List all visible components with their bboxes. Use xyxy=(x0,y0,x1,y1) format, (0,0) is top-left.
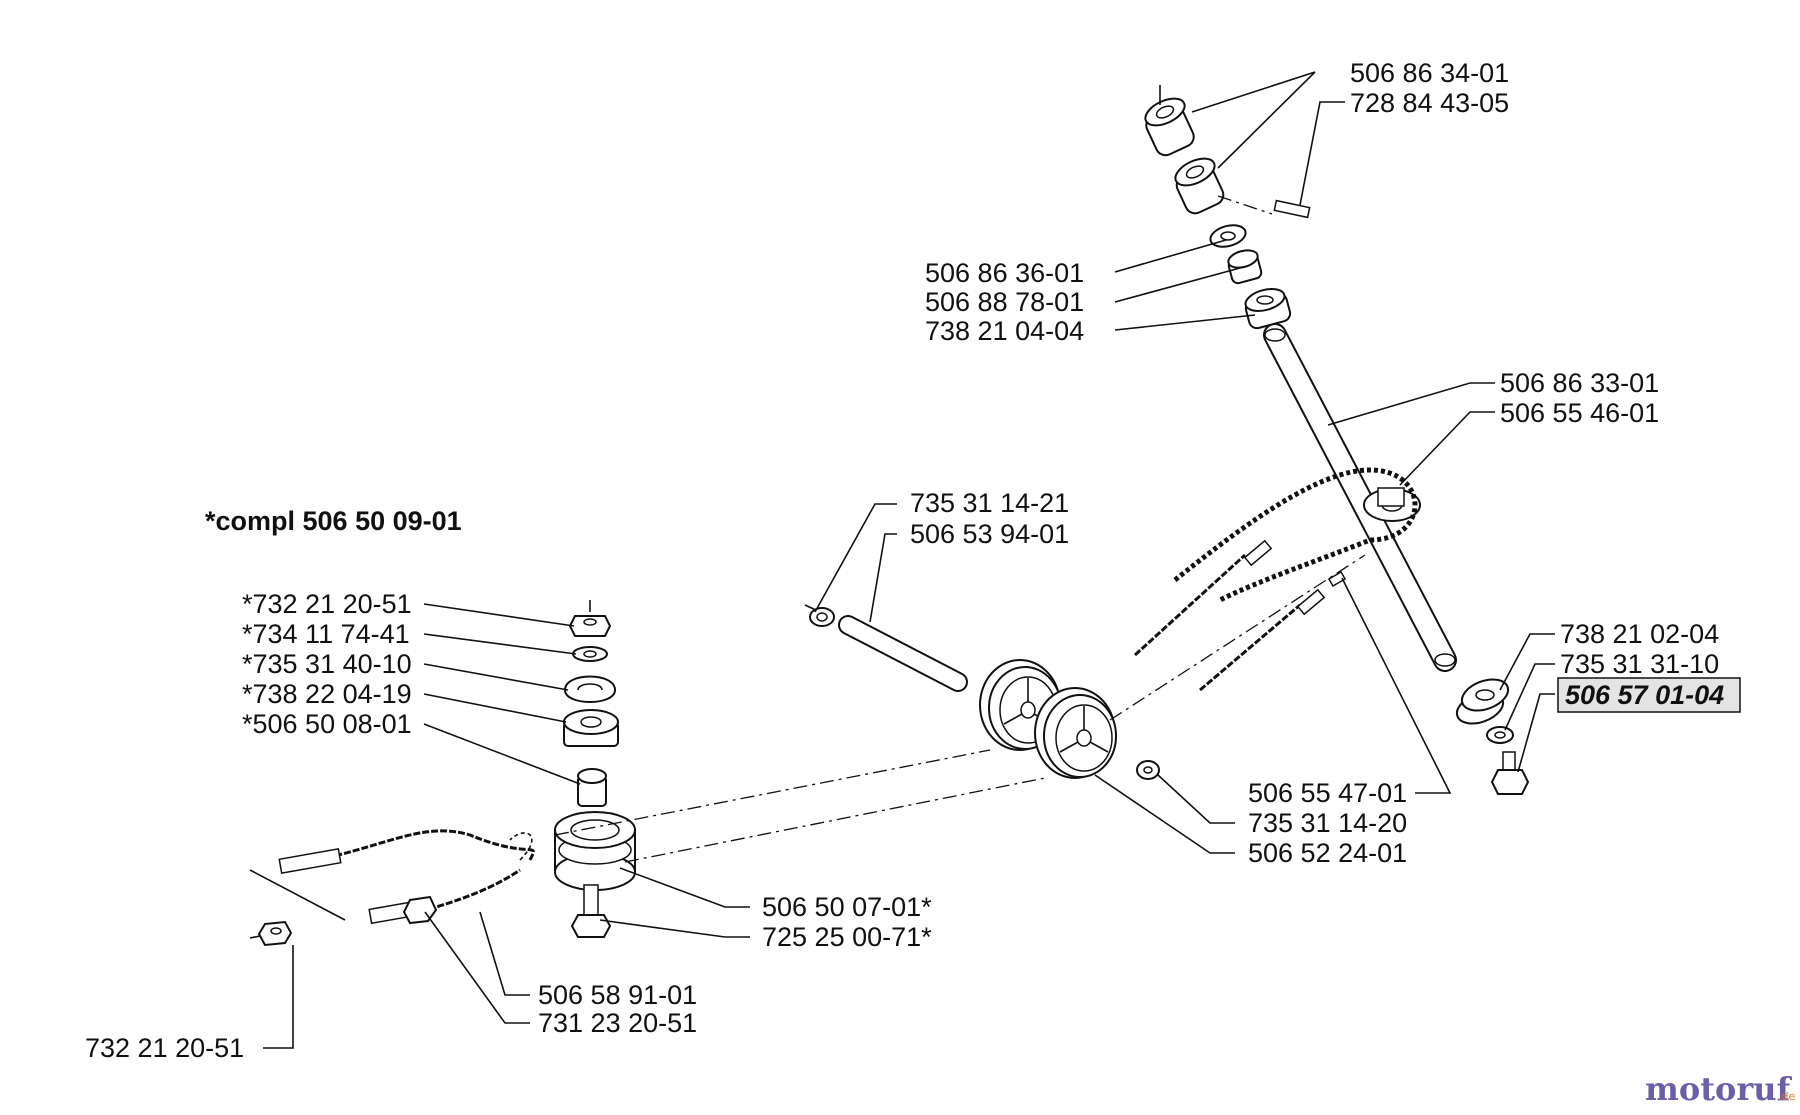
belt-line-lower xyxy=(624,777,1046,863)
lower-cable-assembly xyxy=(249,829,535,947)
part-label: 506 55 47-01 xyxy=(1248,778,1407,808)
assembly-note: *compl 506 50 09-01 xyxy=(205,506,462,536)
part-label: 506 52 24-01 xyxy=(1248,838,1407,868)
parts-drawing xyxy=(249,85,1530,947)
left-stack-washer xyxy=(572,646,608,662)
left-stack-bearing xyxy=(563,709,619,747)
steering-shaft xyxy=(1263,323,1457,672)
pin-washer xyxy=(1136,760,1160,780)
part-label: 728 84 43-05 xyxy=(1350,88,1509,118)
belt-line-upper xyxy=(554,749,991,836)
leader-lines xyxy=(263,71,1555,1049)
part-label: 731 23 20-51 xyxy=(538,1008,697,1038)
set-screw xyxy=(1217,195,1311,219)
drive-chain xyxy=(1173,467,1418,603)
chain-line xyxy=(1109,554,1366,721)
bolt-lower xyxy=(1490,751,1530,795)
shaft-collar-upper xyxy=(1144,85,1195,157)
part-label: 735 31 14-21 xyxy=(910,488,1069,518)
pulley-front xyxy=(1034,687,1117,779)
part-label: 735 31 14-20 xyxy=(1248,808,1407,838)
part-label: *735 31 40-10 xyxy=(242,649,412,679)
pulley-axle xyxy=(804,604,968,692)
part-label: 506 50 07-01* xyxy=(762,892,932,922)
shaft-collar-lower xyxy=(1174,157,1225,215)
highlighted-part-label: 506 57 01-04 xyxy=(1565,680,1724,710)
washer-upper xyxy=(1209,224,1247,248)
part-label: *732 21 20-51 xyxy=(242,589,412,619)
part-label: 735 31 31-10 xyxy=(1560,649,1719,679)
part-label: 506 55 46-01 xyxy=(1500,398,1659,428)
part-label: 506 86 36-01 xyxy=(925,258,1084,288)
part-label: *738 22 04-19 xyxy=(242,679,412,709)
watermark-logo: motoruf .de xyxy=(1645,1070,1795,1108)
part-label: *506 50 08-01 xyxy=(242,709,412,739)
part-label: 506 86 33-01 xyxy=(1500,368,1659,398)
part-label: 732 21 20-51 xyxy=(85,1033,244,1063)
left-stack-bolt xyxy=(570,884,612,938)
logo-suffix: .de xyxy=(1778,1090,1795,1103)
highlight-box xyxy=(1557,677,1741,713)
bearing-upper xyxy=(1244,288,1292,330)
steering-cable-lower xyxy=(1199,603,1301,692)
part-label: 738 21 04-04 xyxy=(925,316,1084,346)
part-label: 506 86 34-01 xyxy=(1350,58,1509,88)
left-pulley xyxy=(554,811,636,891)
part-label: *734 11 74-41 xyxy=(242,619,410,649)
chain-link xyxy=(1327,571,1347,587)
steering-cable-upper xyxy=(1133,553,1247,657)
part-label: 738 21 02-04 xyxy=(1560,619,1719,649)
part-label: 506 58 91-01 xyxy=(538,980,697,1010)
part-label: 725 25 00-71* xyxy=(762,922,932,952)
left-stack-spacer xyxy=(577,768,607,807)
part-label: 506 53 94-01 xyxy=(910,519,1069,549)
logo-text: motoruf xyxy=(1645,1070,1792,1108)
bushing xyxy=(1227,249,1263,285)
washer-lower xyxy=(1486,726,1514,744)
part-label: 506 88 78-01 xyxy=(925,287,1084,317)
sprocket xyxy=(1363,487,1421,522)
part-labels: 506 86 34-01 728 84 43-05 506 86 36-01 5… xyxy=(85,58,1741,1063)
left-stack-clip xyxy=(563,675,617,703)
bearing-lower xyxy=(1455,678,1510,725)
left-stack-nut xyxy=(568,600,612,637)
